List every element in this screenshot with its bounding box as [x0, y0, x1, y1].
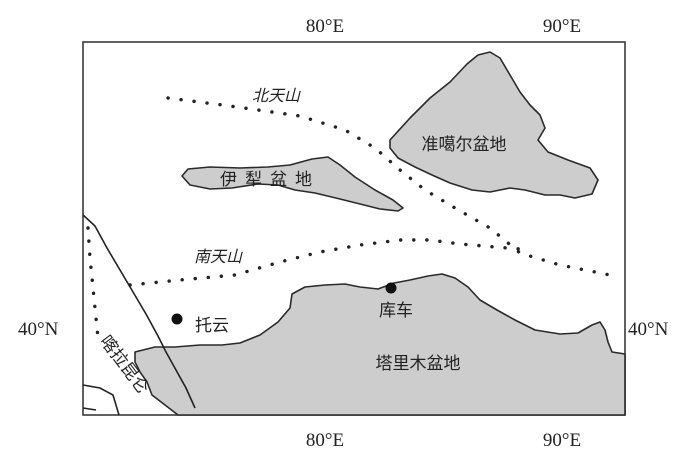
karakoram-inner-line: [82, 384, 120, 416]
kuqa-city-label: 库车: [379, 301, 413, 321]
junggar-basin-shape: [389, 51, 599, 199]
junggar-basin-label: 准噶尔盆地: [422, 135, 507, 155]
tuoyun-city-label: 托云: [195, 316, 229, 336]
yili-basin-shape: [181, 156, 404, 212]
lon-label-top-90: 90°E: [543, 16, 581, 37]
north-tianshan-label: 北天山: [252, 86, 301, 105]
yili-basin-label: 伊犁盆地: [220, 170, 320, 190]
kuqa-city-marker: [385, 282, 397, 294]
lat-label-left: 40°N: [18, 319, 59, 340]
lon-label-top-80: 80°E: [306, 16, 344, 37]
tuoyun-city-marker: [171, 313, 183, 325]
south-tianshan-label: 南天山: [194, 247, 243, 266]
lon-label-bottom-90: 90°E: [543, 430, 581, 451]
karakoram-boundary-line: [82, 214, 196, 409]
tarim-basin-label: 塔里木盆地: [376, 354, 461, 374]
lon-label-bottom-80: 80°E: [306, 430, 344, 451]
tarim-basin-shape: [134, 273, 626, 416]
south-tianshan-range: [128, 238, 522, 287]
lat-label-right: 40°N: [628, 319, 669, 340]
karakoram-short-line: [82, 407, 97, 411]
